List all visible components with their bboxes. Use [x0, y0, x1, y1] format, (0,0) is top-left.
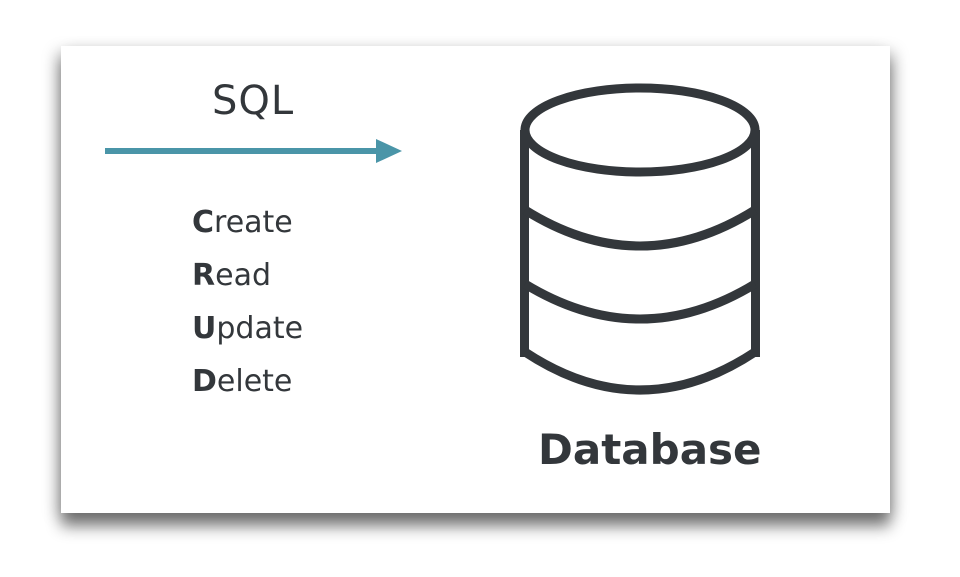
database-icon [520, 83, 760, 395]
arrow-icon [105, 139, 402, 163]
crud-list: Create Read Update Delete [192, 196, 303, 408]
crud-item-delete: Delete [192, 364, 293, 399]
database-label: Database [538, 425, 762, 474]
crud-item-update: Update [192, 311, 304, 346]
crud-item-create: Create [192, 205, 293, 240]
crud-item-read: Read [192, 258, 271, 293]
sql-label: SQL [212, 78, 295, 124]
